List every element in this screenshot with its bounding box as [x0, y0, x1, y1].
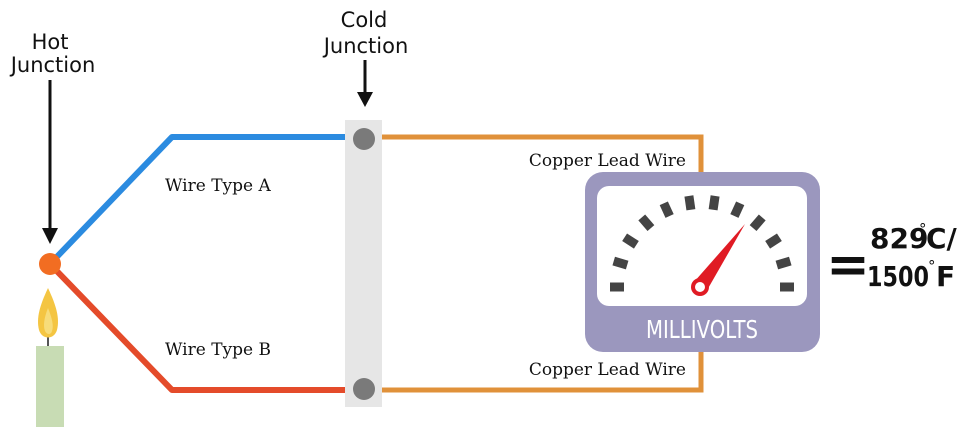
cold-junction-block: [345, 120, 382, 407]
copper-lead-wire-top-label: Copper Lead Wire: [529, 151, 686, 171]
fahrenheit-degree: °: [928, 257, 936, 275]
wire-type-b: [47, 261, 350, 393]
gauge-label: MILLIVOLTS: [646, 315, 758, 344]
hot-junction-label-line1: Hot: [32, 30, 69, 54]
gauge-tick: [622, 233, 639, 249]
gauge-tick: [708, 195, 720, 211]
wire-type-b-label: Wire Type B: [165, 340, 271, 360]
wire-type-a: [47, 134, 350, 267]
terminal-bottom: [353, 378, 375, 400]
copper-lead-wire-bottom-label: Copper Lead Wire: [529, 360, 686, 380]
celsius-degree: °: [919, 220, 927, 238]
down-arrow-icon: [357, 60, 373, 107]
gauge-tick: [749, 214, 766, 231]
copper-lead-wire-bottom: [378, 350, 704, 393]
fahrenheit-unit: F: [936, 260, 955, 293]
celsius-unit: C/: [926, 222, 958, 255]
down-arrow-icon: [42, 80, 58, 244]
flame-inner: [44, 308, 53, 334]
gauge-tick: [730, 201, 745, 218]
celsius-value: 829: [870, 222, 928, 255]
equals-sign: =: [826, 235, 870, 295]
gauge-ticks: [610, 195, 794, 292]
candle-icon: [36, 346, 64, 427]
cold-junction-label-line2: Junction: [322, 34, 409, 58]
gauge-tick: [638, 214, 655, 231]
cold-junction-label-line1: Cold: [341, 8, 388, 32]
terminal-top: [353, 128, 375, 150]
gauge-tick: [659, 201, 674, 218]
gauge-tick: [765, 233, 782, 249]
wire-type-a-label: Wire Type A: [165, 176, 271, 196]
gauge-tick: [612, 256, 629, 270]
hot-junction-label-line2: Junction: [9, 53, 96, 77]
gauge-tick: [684, 195, 696, 211]
copper-lead-wire-top: [378, 134, 704, 176]
gauge-needle-icon: [691, 224, 745, 296]
gauge-tick: [775, 256, 792, 270]
fahrenheit-value: 1500: [867, 260, 929, 293]
hot-junction-point: [39, 253, 61, 275]
gauge-face: [597, 186, 807, 306]
